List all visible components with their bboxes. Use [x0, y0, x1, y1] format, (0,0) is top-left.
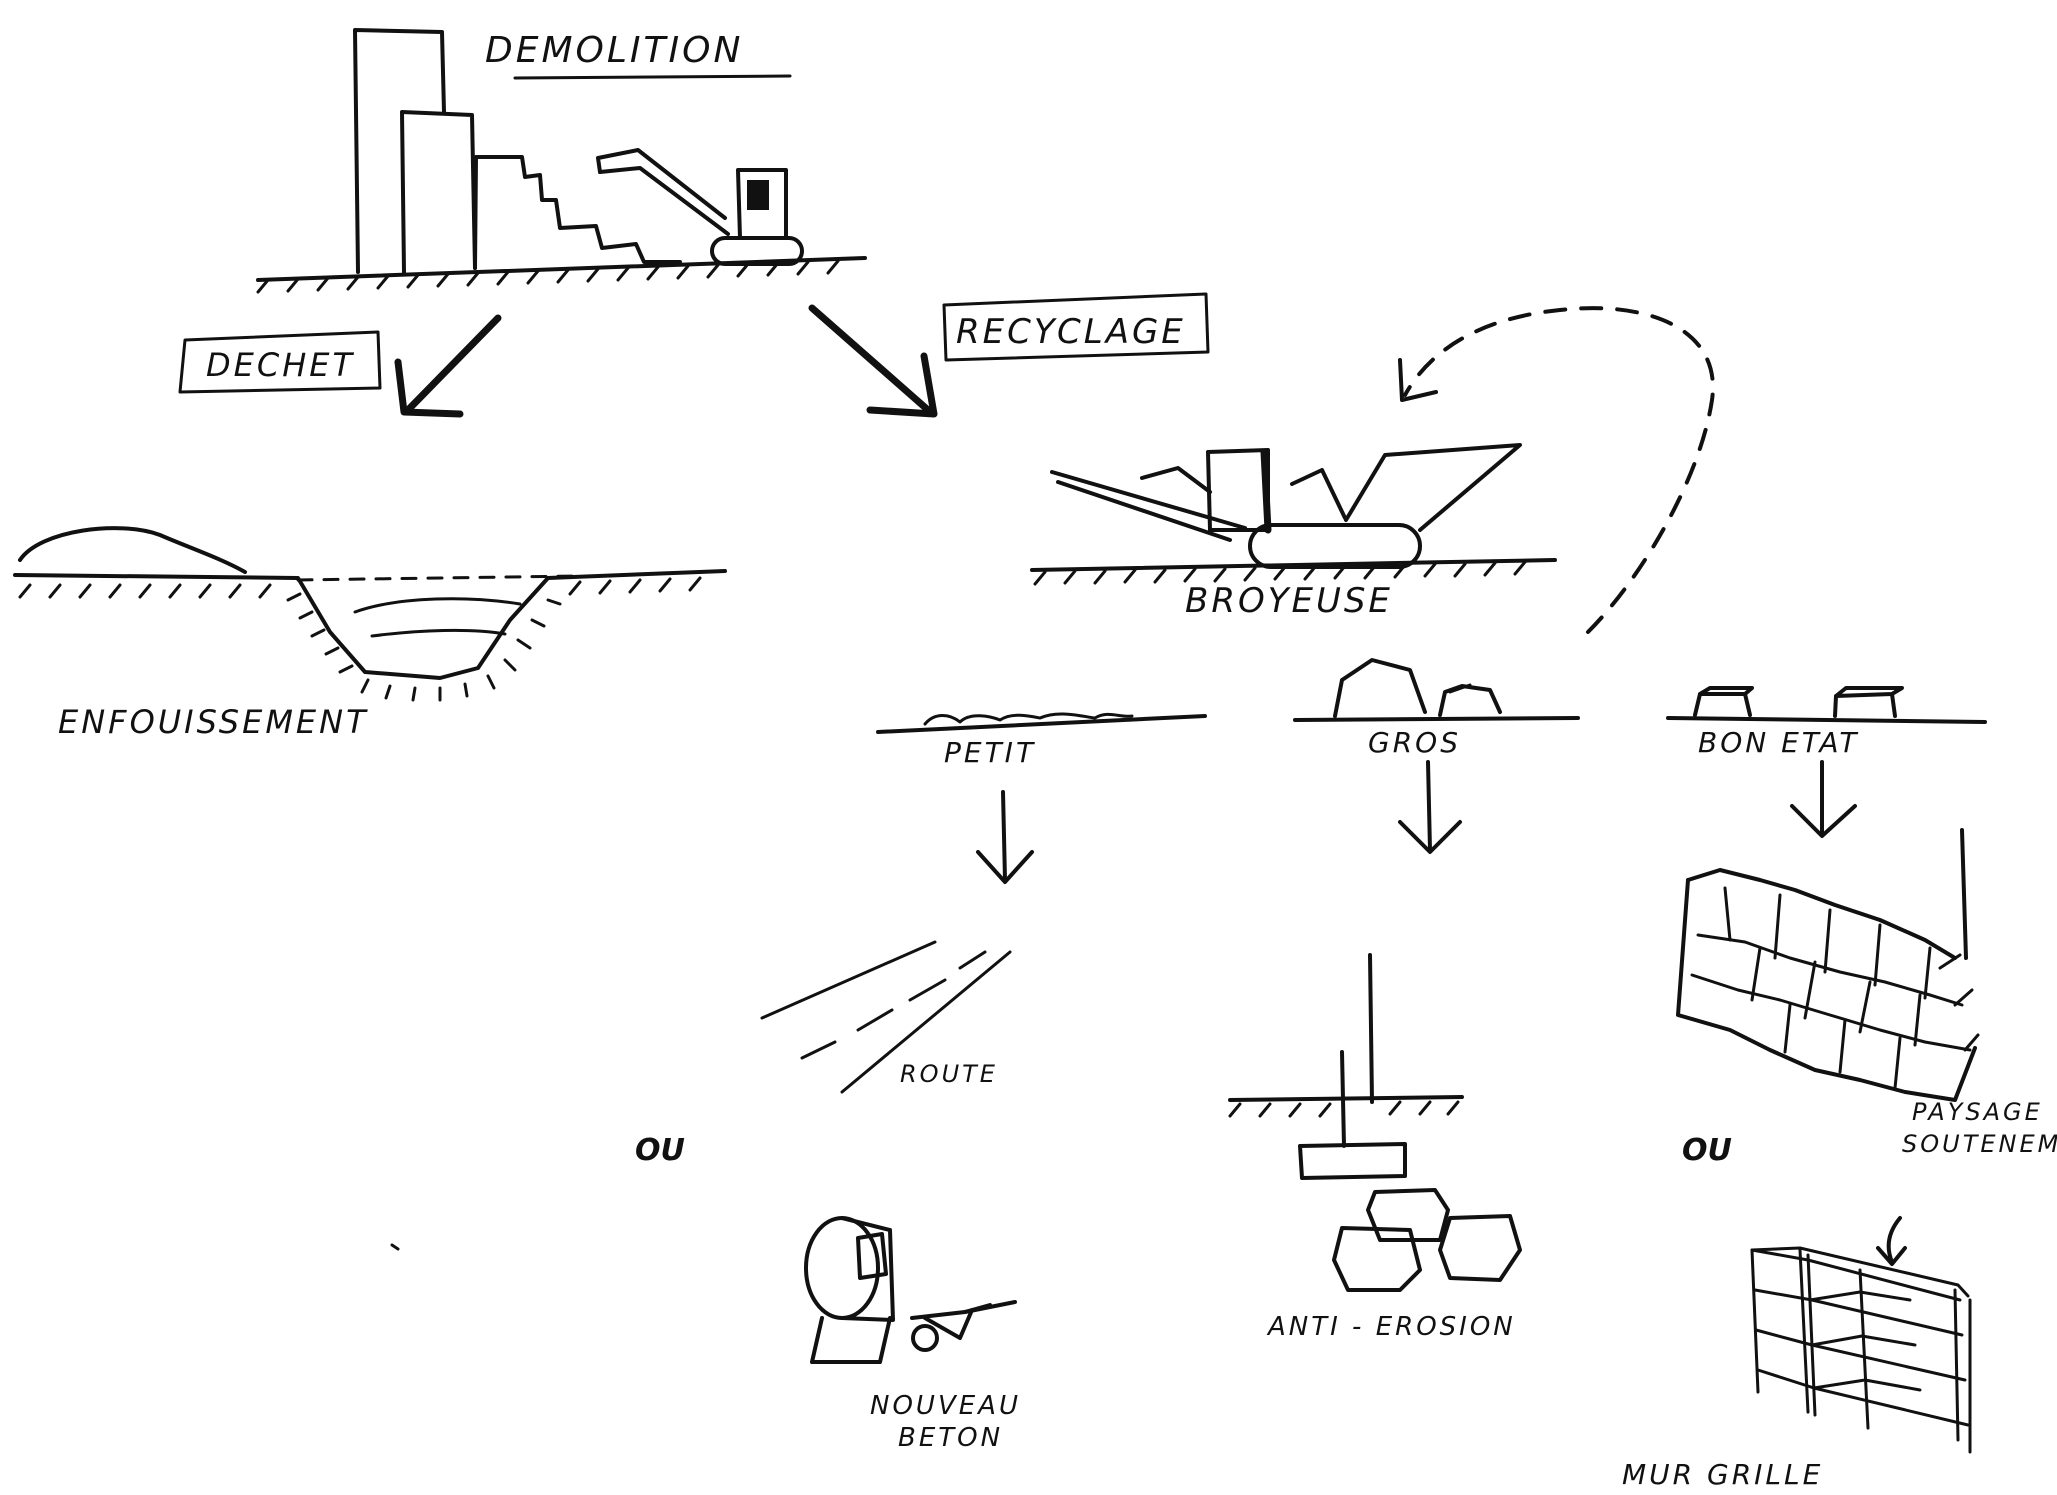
excavator [596, 148, 804, 266]
bon-etat-label: BON ETAT [1698, 726, 1860, 759]
demolition-scene [256, 28, 867, 294]
route-label: ROUTE [900, 1060, 998, 1088]
concrete-mixer [804, 1216, 895, 1364]
enfouissement-label: ENFOUISSEMENT [58, 703, 369, 741]
arrow-bon-etat [1790, 760, 1857, 838]
arrow-petit [976, 790, 1034, 884]
nouveau-label: NOUVEAU [870, 1391, 1021, 1421]
anti-erosion-sketch [1228, 953, 1522, 1292]
wheelbarrow [910, 1300, 1017, 1352]
dechet-label: DECHET [206, 346, 355, 384]
return-arrow-dashed [1398, 306, 1715, 634]
arrow-to-recyclage [808, 304, 938, 418]
road-sketch [760, 940, 1012, 1094]
ou-right-label: OU [1682, 1133, 1732, 1168]
soutenement-label: SOUTENEM [1902, 1130, 2057, 1158]
building-tall [353, 28, 446, 274]
anti-erosion-label: ANTI - EROSION [1266, 1312, 1516, 1342]
crusher-machine [1030, 443, 1557, 586]
pen-mark [390, 1243, 400, 1251]
arrow-gros [1398, 760, 1462, 854]
building-collapsing [473, 155, 682, 270]
ou-left-label: OU [635, 1133, 685, 1168]
mur-grille-label: MUR GRILLE [1622, 1458, 1823, 1491]
recyclage-box [942, 292, 1210, 362]
bon-etat-ground [1666, 686, 1987, 724]
petit-ground [876, 712, 1207, 734]
beton-label: BETON [898, 1423, 1003, 1453]
landfill-pit [13, 526, 727, 702]
demolition-underline [513, 74, 792, 80]
demolition-label: DEMOLITION [485, 30, 743, 71]
mur-grille-sketch [1750, 1216, 1972, 1454]
stone-wall-sketch [1676, 828, 1980, 1102]
ground-demolition [256, 256, 867, 294]
gros-ground [1293, 658, 1580, 722]
recyclage-label: RECYCLAGE [956, 312, 1186, 352]
paysage-label: PAYSAGE [1912, 1098, 2043, 1126]
dechet-box [178, 330, 382, 394]
broyeuse-label: BROYEUSE [1185, 581, 1393, 621]
petit-label: PETIT [944, 736, 1036, 769]
arrow-to-dechet [394, 314, 502, 418]
building-medium [400, 110, 477, 274]
gros-label: GROS [1368, 726, 1461, 759]
